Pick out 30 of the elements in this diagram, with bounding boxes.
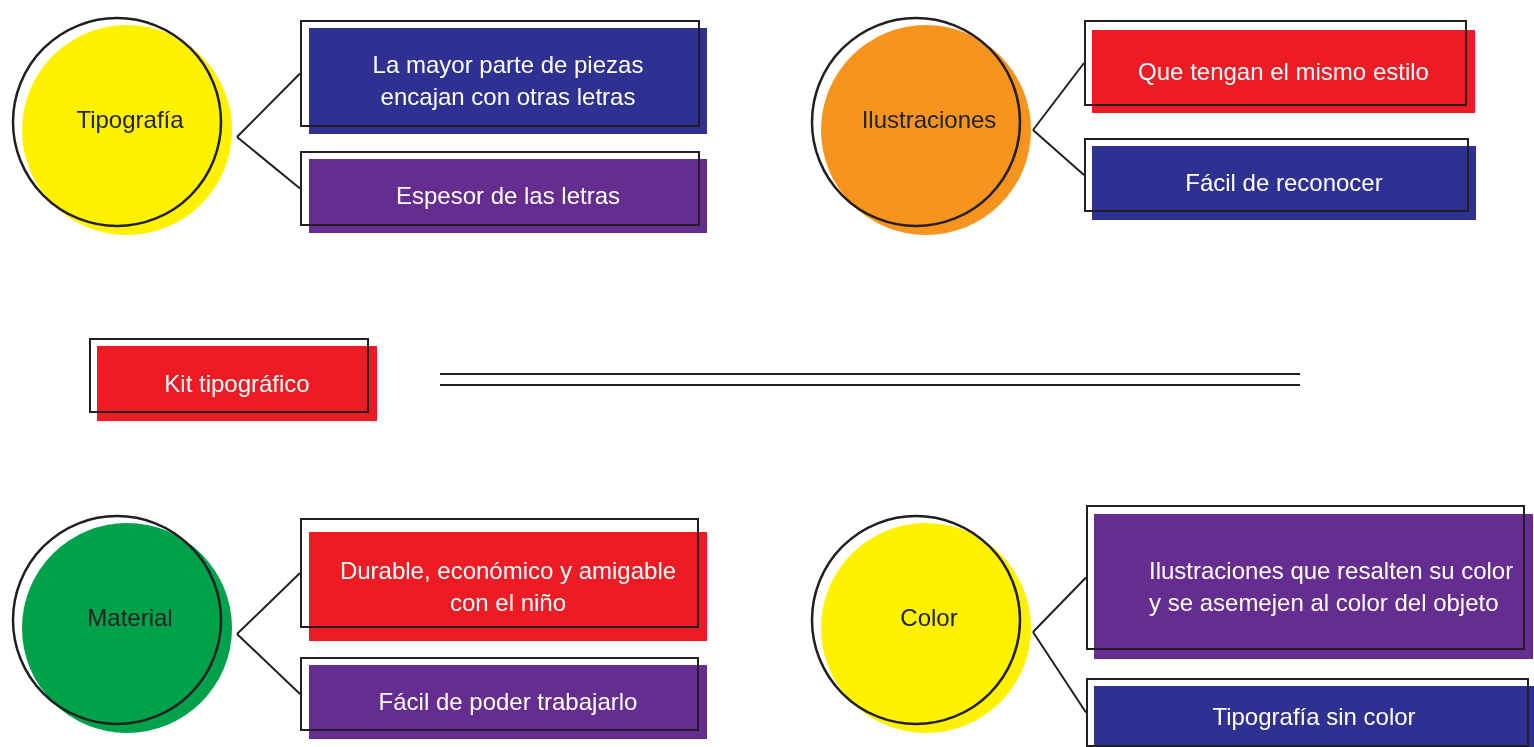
topic-label: Material: [86, 603, 174, 633]
card-text: La mayor parte de piezas encajan con otras letras: [371, 50, 645, 112]
text-card: [300, 657, 707, 739]
text-card: [300, 151, 707, 233]
connector-line: [1032, 129, 1085, 176]
text-card: [1084, 20, 1475, 113]
topic-label: Ilustraciones: [860, 105, 998, 135]
card-text: Tipografía sin color: [1211, 701, 1417, 732]
topic-label: Color: [899, 603, 959, 633]
card-text: Fácil de reconocer: [1184, 168, 1384, 198]
connector-line: [1032, 62, 1085, 131]
connector-line: [236, 633, 301, 695]
text-card: [89, 338, 377, 421]
text-card: [1084, 138, 1476, 220]
connector-line: [236, 572, 301, 635]
topic-label: Tipografía: [75, 105, 185, 135]
connector-line: [236, 72, 301, 138]
connector-line: [1032, 576, 1087, 633]
text-card: [300, 20, 707, 134]
card-text: Espesor de las letras: [394, 181, 622, 211]
card-text: Fácil de poder trabajarlo: [377, 687, 639, 717]
connector-line: [236, 136, 301, 190]
card-text: Kit tipográfico: [163, 368, 311, 399]
text-card: [1086, 505, 1533, 659]
card-text: Durable, económico y amigable con el niño: [338, 555, 678, 618]
text-card: [300, 518, 707, 641]
card-text: Ilustraciones que resalten su color y se asemejen al color del objeto: [1149, 555, 1515, 618]
card-text: Que tengan el mismo estilo: [1137, 56, 1430, 87]
connector-line: [1032, 631, 1087, 714]
text-card: [1086, 678, 1534, 747]
